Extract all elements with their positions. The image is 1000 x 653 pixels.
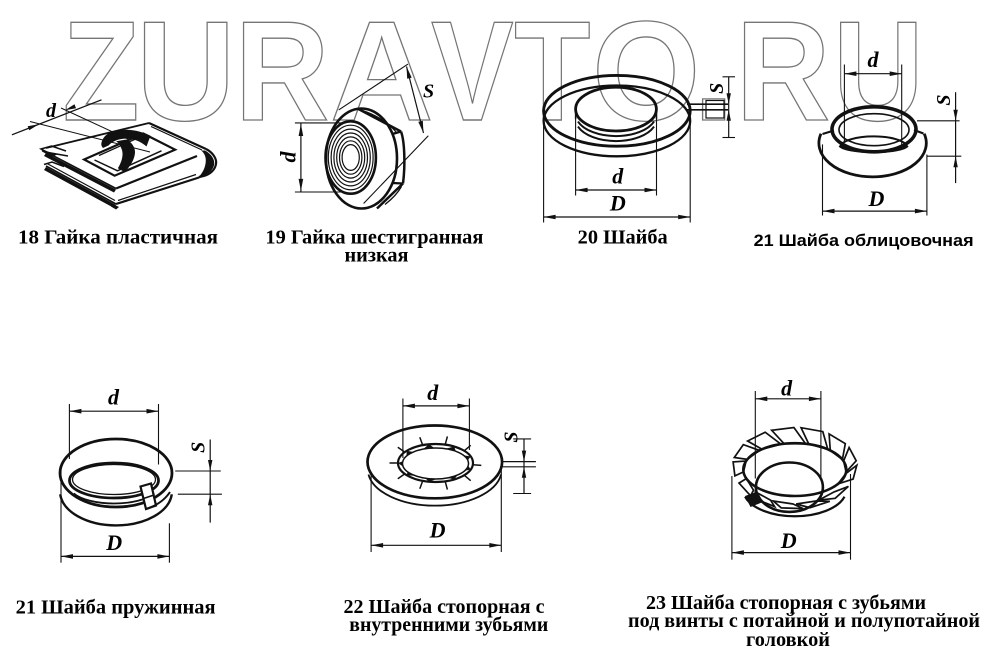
svg-text:под винты с потайной и полупо: под винты с потайной и полупотайной: [628, 610, 980, 632]
svg-text:U: U: [136, 0, 235, 151]
svg-text:S: S: [706, 83, 728, 94]
svg-text:d: d: [108, 385, 120, 410]
svg-text:низкая: низкая: [345, 245, 409, 267]
svg-text:21 Шайба пружинная: 21 Шайба пружинная: [16, 597, 216, 619]
svg-text:D: D: [105, 530, 122, 555]
svg-text:18 Гайка пластичная: 18 Гайка пластичная: [18, 227, 218, 249]
svg-text:D: D: [609, 191, 626, 216]
svg-text:d: d: [781, 375, 793, 400]
svg-text:V: V: [431, 0, 513, 151]
svg-text:20 Шайба: 20 Шайба: [578, 227, 668, 249]
svg-text:19 Гайка шестигранная: 19 Гайка шестигранная: [265, 227, 483, 249]
svg-text:21 Шайба облицовочная: 21 Шайба облицовочная: [754, 231, 974, 250]
svg-text:R: R: [736, 0, 830, 150]
svg-text:A: A: [330, 0, 434, 151]
svg-text:S: S: [187, 442, 209, 453]
svg-text:22 Шайба стопорная с: 22 Шайба стопорная с: [344, 596, 545, 618]
svg-text:.: .: [692, 0, 735, 150]
svg-text:23 Шайба стопорная с зубьями: 23 Шайба стопорная с зубьями: [646, 592, 926, 614]
svg-text:D: D: [867, 186, 884, 211]
svg-text:U: U: [833, 0, 923, 151]
svg-text:d: d: [612, 164, 624, 189]
svg-text:D: D: [429, 518, 446, 543]
svg-text:d: d: [868, 47, 880, 72]
svg-text:R: R: [235, 0, 329, 150]
svg-text:головкой: головкой: [746, 629, 830, 651]
svg-text:d: d: [427, 380, 439, 405]
svg-text:S: S: [500, 431, 522, 442]
svg-text:D: D: [780, 528, 797, 553]
svg-text:Z: Z: [63, 0, 140, 151]
svg-text:внутренними зубьями: внутренними зубьями: [349, 614, 548, 636]
svg-text:d: d: [46, 100, 57, 122]
svg-text:S: S: [933, 94, 955, 105]
svg-text:S: S: [423, 81, 434, 103]
svg-text:d: d: [276, 151, 301, 163]
